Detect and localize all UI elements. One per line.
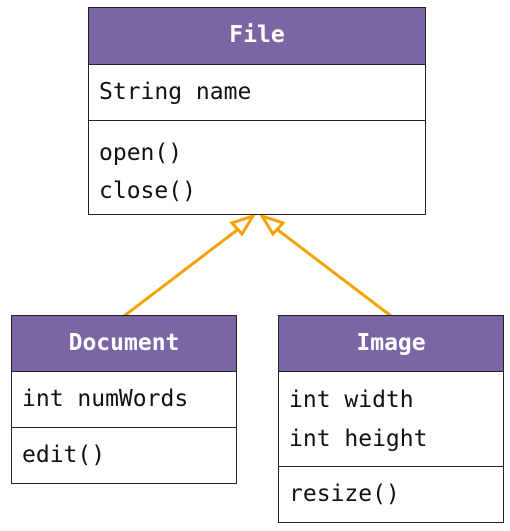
- class-name-file: File: [89, 8, 425, 65]
- document-to-file-line: [123, 222, 246, 318]
- class-image-attributes: int width int height: [279, 372, 503, 467]
- method: close(): [99, 178, 196, 204]
- class-document-attributes: int numWords: [12, 372, 236, 428]
- method: edit(): [22, 442, 106, 468]
- class-file-methods: open() close(): [89, 121, 425, 210]
- class-image-methods: resize(): [279, 467, 503, 508]
- attribute: int numWords: [22, 386, 189, 412]
- attribute: String name: [99, 79, 252, 105]
- image-to-file-line: [269, 222, 392, 318]
- class-file-attributes: String name: [89, 65, 425, 121]
- method: open(): [99, 140, 183, 166]
- method: resize(): [289, 481, 400, 507]
- document-to-file-arrowhead: [229, 213, 257, 237]
- class-file[interactable]: File String name open() close(): [88, 7, 426, 215]
- class-document[interactable]: Document int numWords edit(): [11, 315, 237, 484]
- class-name-image: Image: [279, 316, 503, 372]
- attribute: int width: [289, 387, 414, 413]
- class-name-document: Document: [12, 316, 236, 372]
- image-to-file-arrowhead: [258, 213, 286, 237]
- attribute: int height: [289, 426, 428, 452]
- class-image[interactable]: Image int width int height resize(): [278, 315, 504, 523]
- class-document-methods: edit(): [12, 428, 236, 469]
